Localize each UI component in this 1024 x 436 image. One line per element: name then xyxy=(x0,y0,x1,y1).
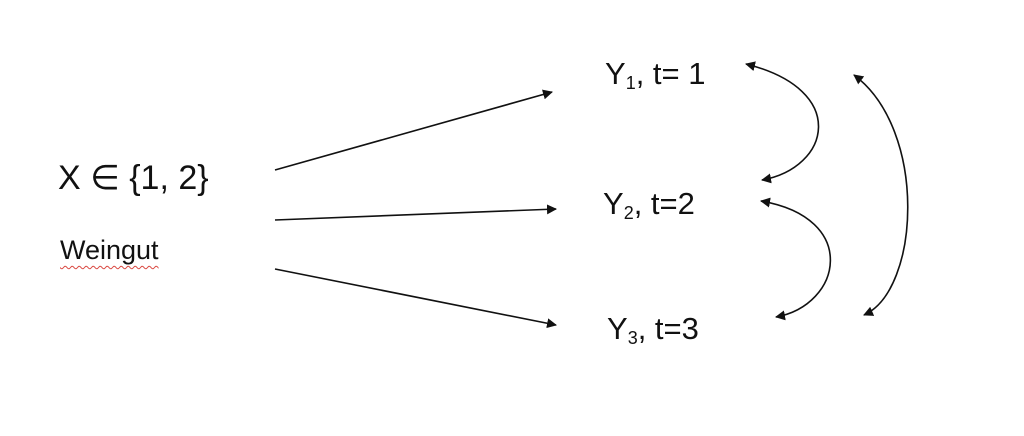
input-name-label: Weingut xyxy=(60,237,159,264)
output-y1-var: Y xyxy=(605,56,626,91)
arrow-x-to-y1 xyxy=(274,89,553,171)
output-y3-sub: 3 xyxy=(627,328,638,348)
input-set-label: X ∈ {1, 2} xyxy=(58,159,209,197)
output-y2-var: Y xyxy=(603,186,624,221)
arrow-x-to-y2 xyxy=(274,204,557,221)
output-y1-sub: 1 xyxy=(625,73,636,93)
curve-y2-y3 xyxy=(760,197,832,321)
output-y3-time: , t=3 xyxy=(637,311,699,346)
output-y3-label: Y3, t=3 xyxy=(607,311,699,347)
output-y1-time: , t= 1 xyxy=(635,56,706,91)
arrow-x-to-y3 xyxy=(274,268,557,329)
curve-y1-y3 xyxy=(853,74,909,316)
output-y2-sub: 2 xyxy=(623,203,634,223)
output-y1-label: Y1, t= 1 xyxy=(605,56,706,92)
output-y3-var: Y xyxy=(607,311,628,346)
input-name-text: Weingut xyxy=(60,235,159,265)
output-y2-label: Y2, t=2 xyxy=(603,186,695,222)
curve-y1-y2 xyxy=(745,61,820,184)
output-y2-time: , t=2 xyxy=(633,186,695,221)
